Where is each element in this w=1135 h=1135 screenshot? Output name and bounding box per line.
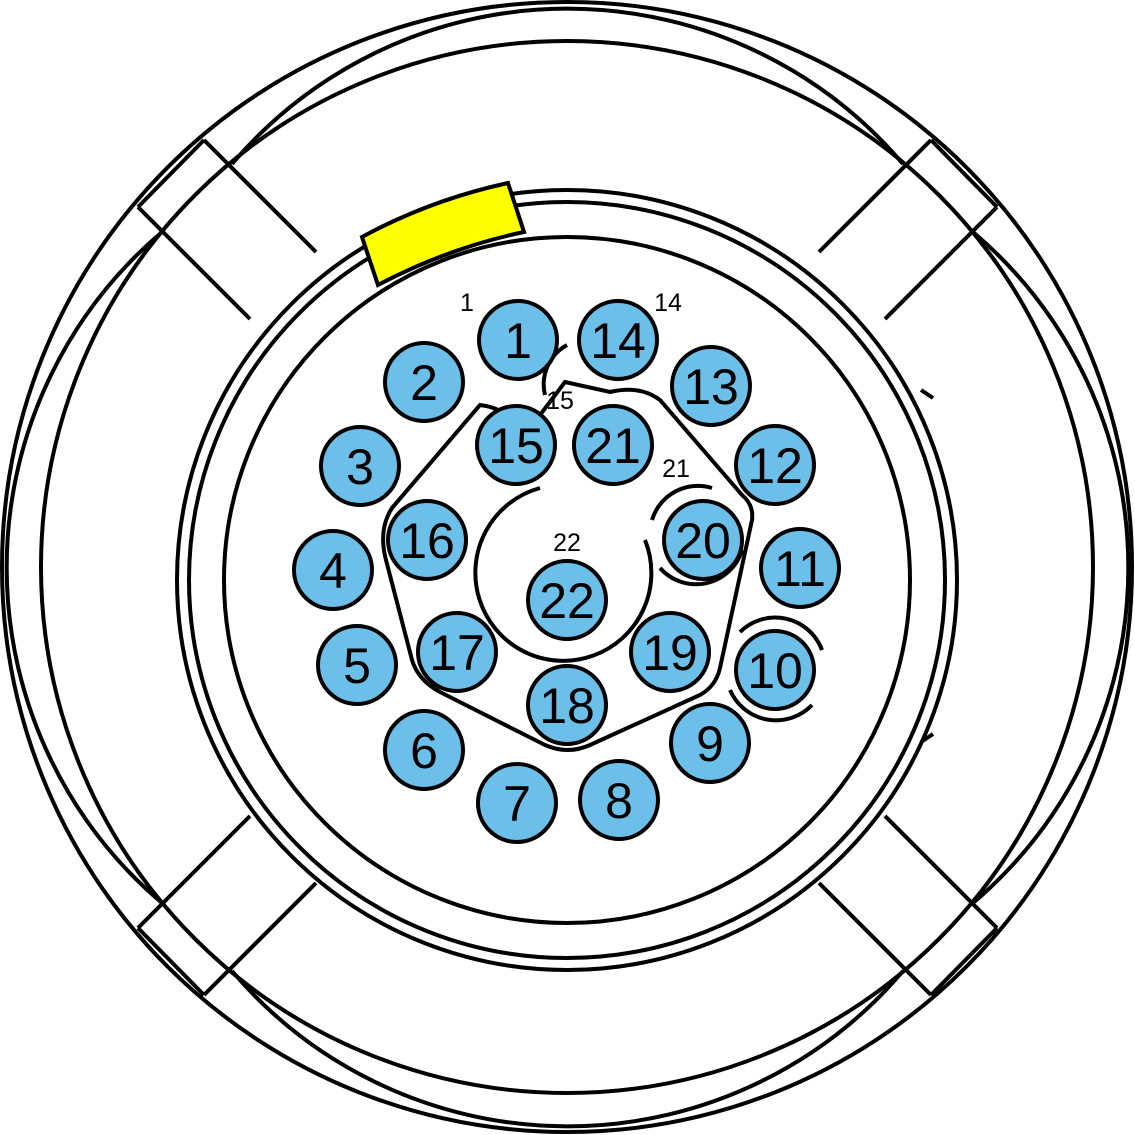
pin-label: 2 xyxy=(410,355,438,411)
pin-label: 3 xyxy=(346,439,374,495)
pin-circle xyxy=(734,629,816,711)
pin-14: 14 xyxy=(577,299,659,381)
pin-circle xyxy=(670,345,752,427)
pin-circle xyxy=(383,341,465,423)
pin-7: 7 xyxy=(476,762,558,844)
pin-circle xyxy=(475,404,557,486)
pin-label: 7 xyxy=(503,776,531,832)
pin-circle xyxy=(572,404,654,486)
pin-circle xyxy=(526,664,608,746)
pin-label: 15 xyxy=(488,418,544,474)
pin-circle xyxy=(316,624,398,706)
pin-1: 1 xyxy=(477,299,559,381)
pin-13: 13 xyxy=(670,345,752,427)
housing-arcs xyxy=(4,6,1131,1129)
pin-circle xyxy=(577,299,659,381)
pin-label: 17 xyxy=(429,625,485,681)
pin-label: 6 xyxy=(410,723,438,779)
pin-10: 10 xyxy=(734,629,816,711)
pin-label: 20 xyxy=(675,513,731,569)
pin-18: 18 xyxy=(526,664,608,746)
pin-circle xyxy=(526,559,608,641)
pin-label: 5 xyxy=(343,638,371,694)
pin-11: 11 xyxy=(759,527,841,609)
pin-label: 4 xyxy=(319,543,347,599)
pin-circle xyxy=(319,425,401,507)
latch-slots xyxy=(136,138,999,997)
pin-circle xyxy=(578,759,660,841)
pin-6: 6 xyxy=(383,709,465,791)
pin-12: 12 xyxy=(734,424,816,506)
marker-label-21: 21 xyxy=(662,455,690,483)
pin-label: 22 xyxy=(539,573,595,629)
pin-circle xyxy=(386,499,468,581)
pin-circle xyxy=(759,527,841,609)
pin-circle xyxy=(662,499,744,581)
pin-label: 21 xyxy=(585,418,641,474)
outer-ring-inner xyxy=(39,39,1095,1095)
pin-20: 20 xyxy=(662,499,744,581)
pin-label: 12 xyxy=(747,438,803,494)
pin-label: 13 xyxy=(683,359,739,415)
marker-label-1: 1 xyxy=(460,289,474,317)
pin-circle xyxy=(476,762,558,844)
center-cavity xyxy=(473,486,654,663)
polarization-key xyxy=(359,180,527,288)
pin-16: 16 xyxy=(386,499,468,581)
pin-label: 1 xyxy=(504,313,532,369)
pin-8: 8 xyxy=(578,759,660,841)
pin-label: 9 xyxy=(696,716,724,772)
pin-label: 8 xyxy=(605,773,633,829)
pin-circle xyxy=(734,424,816,506)
pin-21: 21 xyxy=(572,404,654,486)
pin-5: 5 xyxy=(316,624,398,706)
pin-9: 9 xyxy=(669,702,751,784)
pin-4: 4 xyxy=(292,529,374,611)
marker-label-22: 22 xyxy=(553,529,581,557)
pin-19: 19 xyxy=(629,611,711,693)
pin-label: 14 xyxy=(590,313,646,369)
pin-label: 16 xyxy=(399,513,455,569)
insert-ring-mid xyxy=(187,200,947,960)
pin-label: 18 xyxy=(539,678,595,734)
marker-label-14: 14 xyxy=(654,289,682,317)
inner-barrier xyxy=(381,379,755,752)
pin-circle xyxy=(477,299,559,381)
pin-2: 2 xyxy=(383,341,465,423)
pin-circle xyxy=(416,611,498,693)
ring-notches xyxy=(919,388,935,744)
pin-circle xyxy=(669,702,751,784)
pin-circle xyxy=(629,611,711,693)
pin-label: 19 xyxy=(642,625,698,681)
pin-label: 10 xyxy=(747,643,803,699)
pin-15: 15 xyxy=(475,404,557,486)
pin-17: 17 xyxy=(416,611,498,693)
pin-circle xyxy=(292,529,374,611)
pin-circle xyxy=(383,709,465,791)
marker-label-15: 15 xyxy=(546,387,574,415)
pin-label: 11 xyxy=(774,541,826,597)
pin-22: 22 xyxy=(526,559,608,641)
pin-3: 3 xyxy=(319,425,401,507)
markers-layer: 1 14 15 21 22 xyxy=(460,289,690,557)
